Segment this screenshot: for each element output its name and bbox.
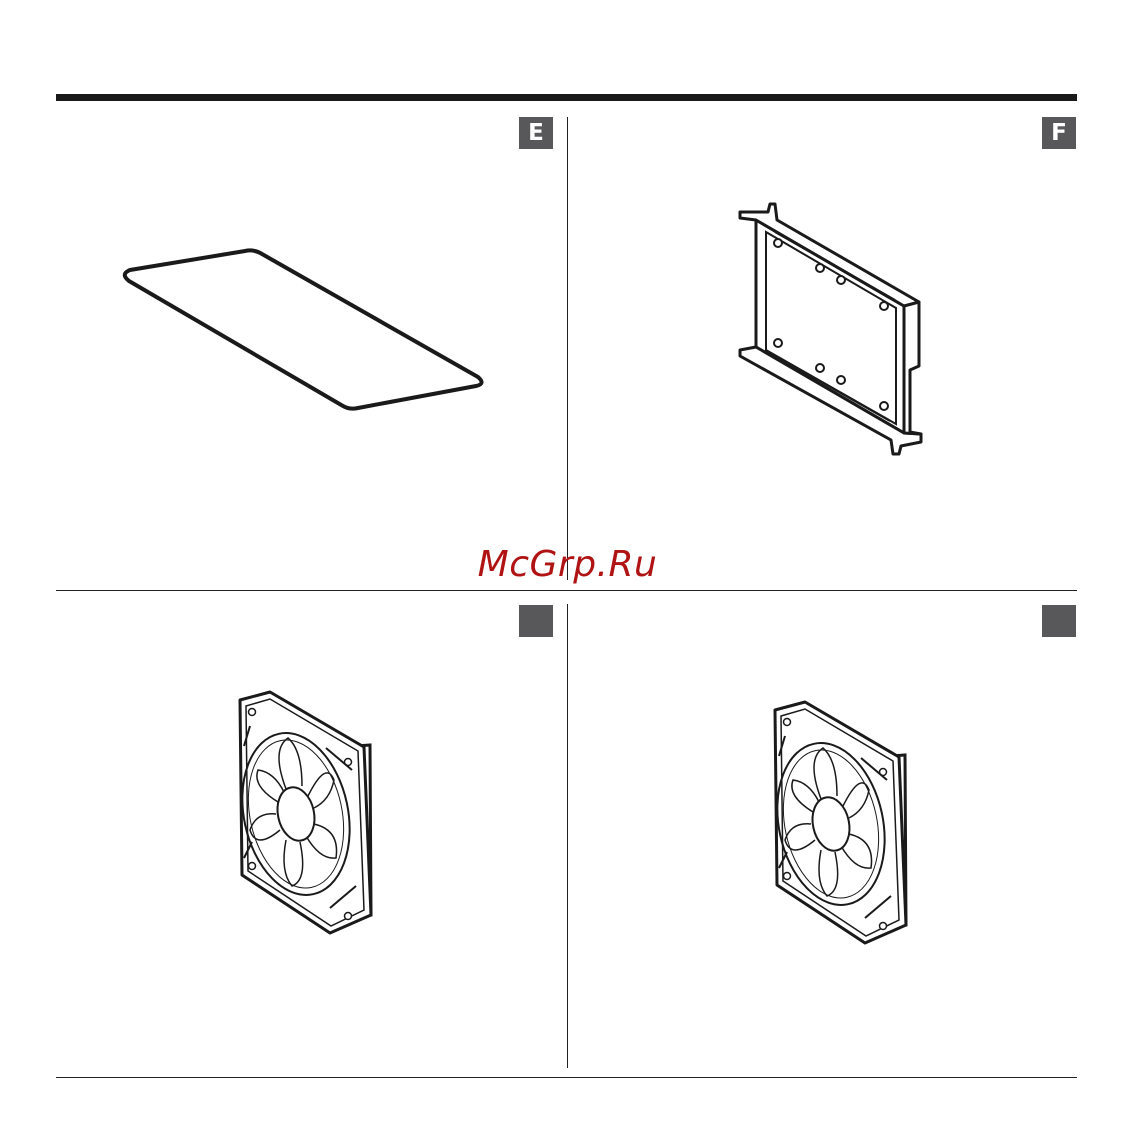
watermark-text: McGrp.Ru xyxy=(0,544,1135,585)
fan-illustration-right xyxy=(765,700,915,950)
fan-illustration-left xyxy=(230,690,380,940)
